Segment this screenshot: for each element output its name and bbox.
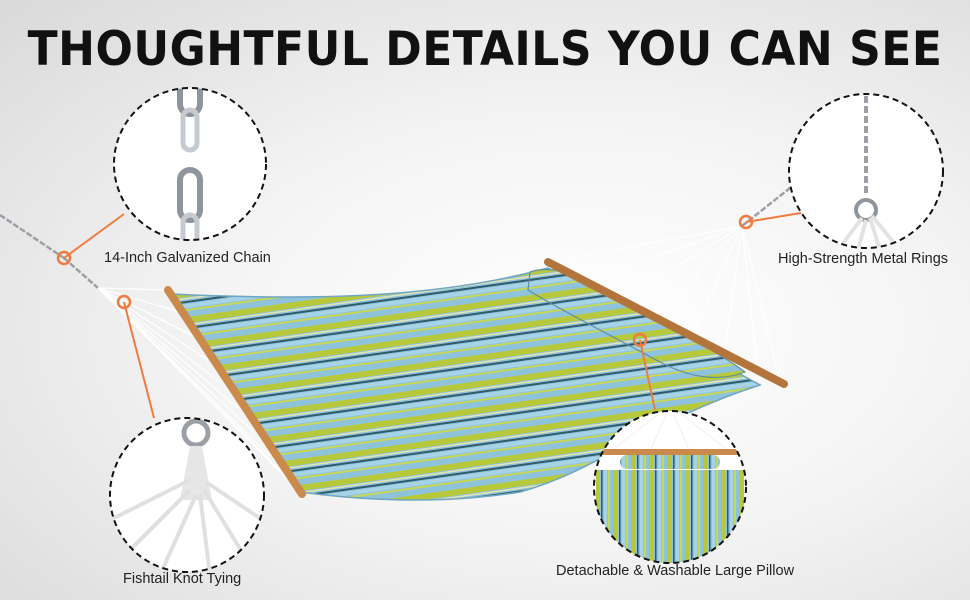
left-spreader-bar bbox=[164, 286, 306, 498]
right-spreader-bar bbox=[544, 258, 788, 388]
caption-galvanized-chain: 14-Inch Galvanized Chain bbox=[104, 250, 271, 266]
marker-pillow bbox=[632, 332, 648, 348]
detail-chain bbox=[113, 87, 267, 241]
detail-rings bbox=[788, 93, 944, 249]
caption-fishtail-knot: Fishtail Knot Tying bbox=[123, 571, 242, 587]
callout-markers bbox=[56, 214, 754, 348]
left-chain bbox=[0, 213, 99, 289]
page-title: THOUGHTFUL DETAILS YOU CAN SEE bbox=[27, 21, 943, 78]
marker-rings bbox=[738, 214, 754, 230]
marker-chain bbox=[56, 250, 72, 266]
marker-knot bbox=[116, 294, 132, 310]
caption-metal-rings: High-Strength Metal Rings bbox=[778, 251, 949, 267]
right-ropes bbox=[549, 225, 781, 383]
detail-knot bbox=[109, 417, 265, 573]
detail-pillow bbox=[593, 410, 747, 564]
callout-lines bbox=[63, 212, 802, 419]
caption-pillow: Detachable & Washable Large Pillow bbox=[556, 563, 795, 579]
right-chain bbox=[741, 187, 791, 227]
